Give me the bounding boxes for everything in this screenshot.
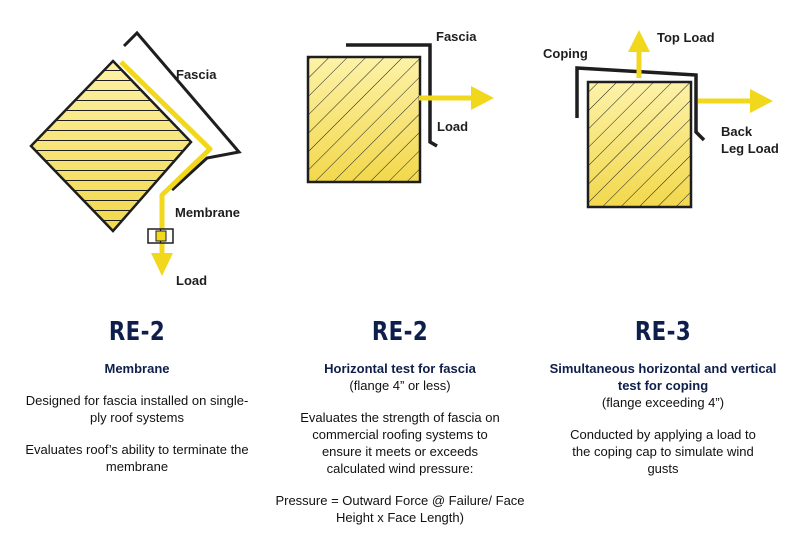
membrane-label: Membrane	[175, 205, 240, 220]
top-load-label: Top Load	[657, 30, 715, 45]
re3-coping-column: RE-3 Simultaneous horizontal and vertica…	[531, 316, 795, 477]
description: Evaluates roof’s ability to terminate th…	[25, 442, 249, 474]
test-code: RE-2	[371, 317, 429, 347]
fascia-profile	[122, 30, 242, 192]
load-label: Load	[176, 273, 207, 288]
back-label: Back	[721, 124, 753, 139]
clamp-icon	[147, 228, 174, 244]
load-arrow-right	[419, 86, 494, 110]
back-leg-load-arrow	[698, 89, 773, 113]
membrane-strip	[119, 60, 213, 255]
coping-label: Coping	[543, 46, 588, 61]
load-label: Load	[437, 119, 468, 134]
test-subtitle: (flange 4” or less)	[349, 378, 451, 393]
fascia-label: Fascia	[436, 29, 477, 44]
description: Designed for fascia installed on single-…	[25, 393, 249, 425]
coping-test-diagram: Coping Top Load Back Leg Load	[543, 30, 779, 209]
leg-load-label: Leg Load	[721, 141, 779, 156]
test-subtitle: (flange exceeding 4”)	[601, 395, 725, 410]
top-load-arrow	[628, 30, 650, 78]
fascia-profile	[346, 43, 438, 148]
fascia-horizontal-test-diagram: Fascia Load	[306, 29, 494, 184]
membrane-test-diagram: Fascia Membrane Load	[29, 30, 242, 288]
test-title: Simultaneous horizontal and vertical tes…	[549, 361, 777, 393]
pressure-formula: Pressure = Outward Force @ Failure/ Face…	[275, 493, 525, 525]
fascia-label: Fascia	[176, 67, 217, 82]
test-code: RE-2	[108, 317, 166, 347]
test-title: Membrane	[104, 361, 170, 376]
test-diagrams: Fascia Membrane Load Fascia Load	[29, 29, 779, 288]
description: Evaluates the strength of fascia on comm…	[300, 410, 500, 476]
diamond-block	[29, 59, 193, 233]
re2-fascia-column: RE-2 Horizontal test for fascia (flange …	[268, 316, 532, 526]
test-code: RE-3	[634, 317, 692, 347]
re2-membrane-column: RE-2 Membrane Designed for fascia instal…	[5, 316, 269, 475]
test-title: Horizontal test for fascia	[324, 361, 476, 376]
load-arrow-down	[151, 253, 173, 276]
description: Conducted by applying a load to the copi…	[570, 427, 756, 476]
square-block	[586, 80, 693, 209]
square-block	[306, 55, 422, 184]
coping-cap-profile	[575, 66, 706, 142]
